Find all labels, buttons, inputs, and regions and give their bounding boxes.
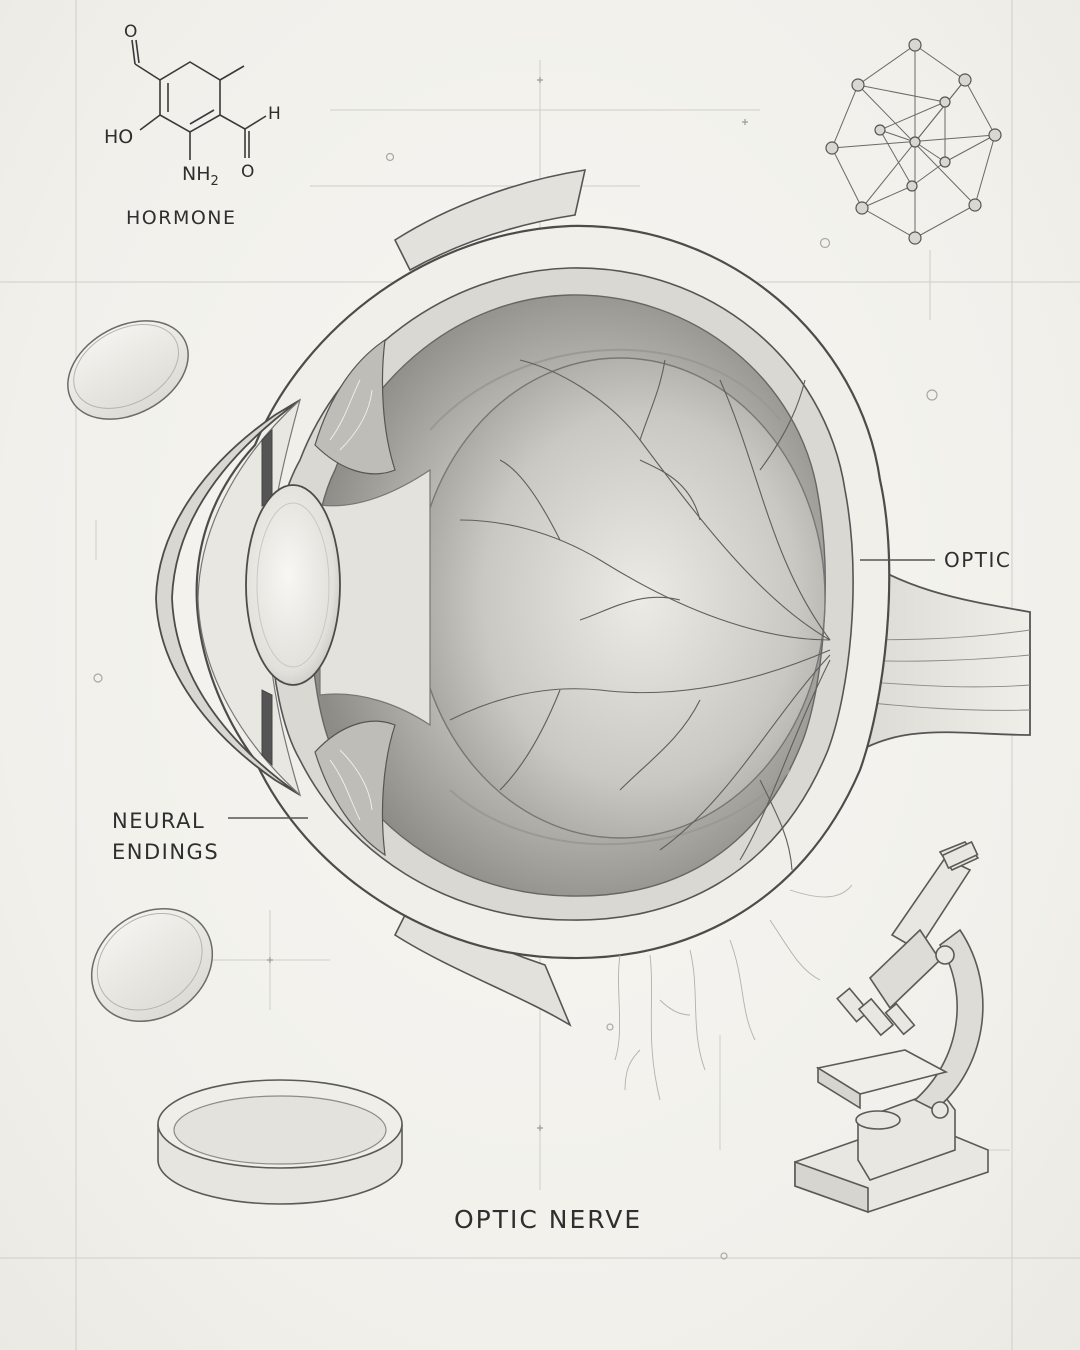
grid-crosses [267, 77, 748, 1131]
neural-ending-fibers [329, 379, 373, 821]
cornea [155, 399, 301, 796]
molecule-hydroxyl-group: HO [104, 126, 134, 148]
ciliary-body-lower [314, 720, 396, 857]
optic-nerve-caption: OPTIC NERVE [454, 1205, 643, 1234]
neural-endings-label: NEURAL ENDINGS [112, 809, 220, 864]
optic-label: OPTIC [944, 548, 1012, 572]
upper-eyelid [393, 169, 587, 272]
crystal-atoms [825, 38, 1002, 245]
ciliary-body-upper [314, 338, 396, 475]
lens-zonule [319, 468, 431, 727]
hormone-label: HORMONE [126, 207, 237, 229]
external-nerve-fibers [614, 884, 853, 1101]
lens-inner [256, 502, 330, 668]
molecule-atom-oxygen: O [124, 22, 138, 42]
microscope [794, 840, 989, 1214]
floating-disc [90, 908, 214, 1022]
petri-dish [157, 1079, 403, 1205]
retinal-vessels [449, 359, 831, 871]
lens [245, 484, 341, 686]
iris-upper [261, 428, 273, 507]
vitreous-fold [429, 348, 781, 431]
molecule-nh-text: NH [182, 163, 211, 185]
grid-dots [93, 152, 938, 1260]
vitreous-fold [449, 769, 791, 846]
hormone-molecule [131, 39, 267, 160]
molecule-nh-subscript: 2 [210, 173, 219, 189]
molecule-atom-oxygen-right: O [241, 162, 255, 182]
vitreous-body [414, 357, 826, 839]
iris-lower [261, 689, 273, 767]
molecule-amino-group: NH2 [182, 163, 219, 189]
molecule-atom-hydrogen: H [268, 104, 281, 124]
floating-disc [67, 320, 189, 420]
